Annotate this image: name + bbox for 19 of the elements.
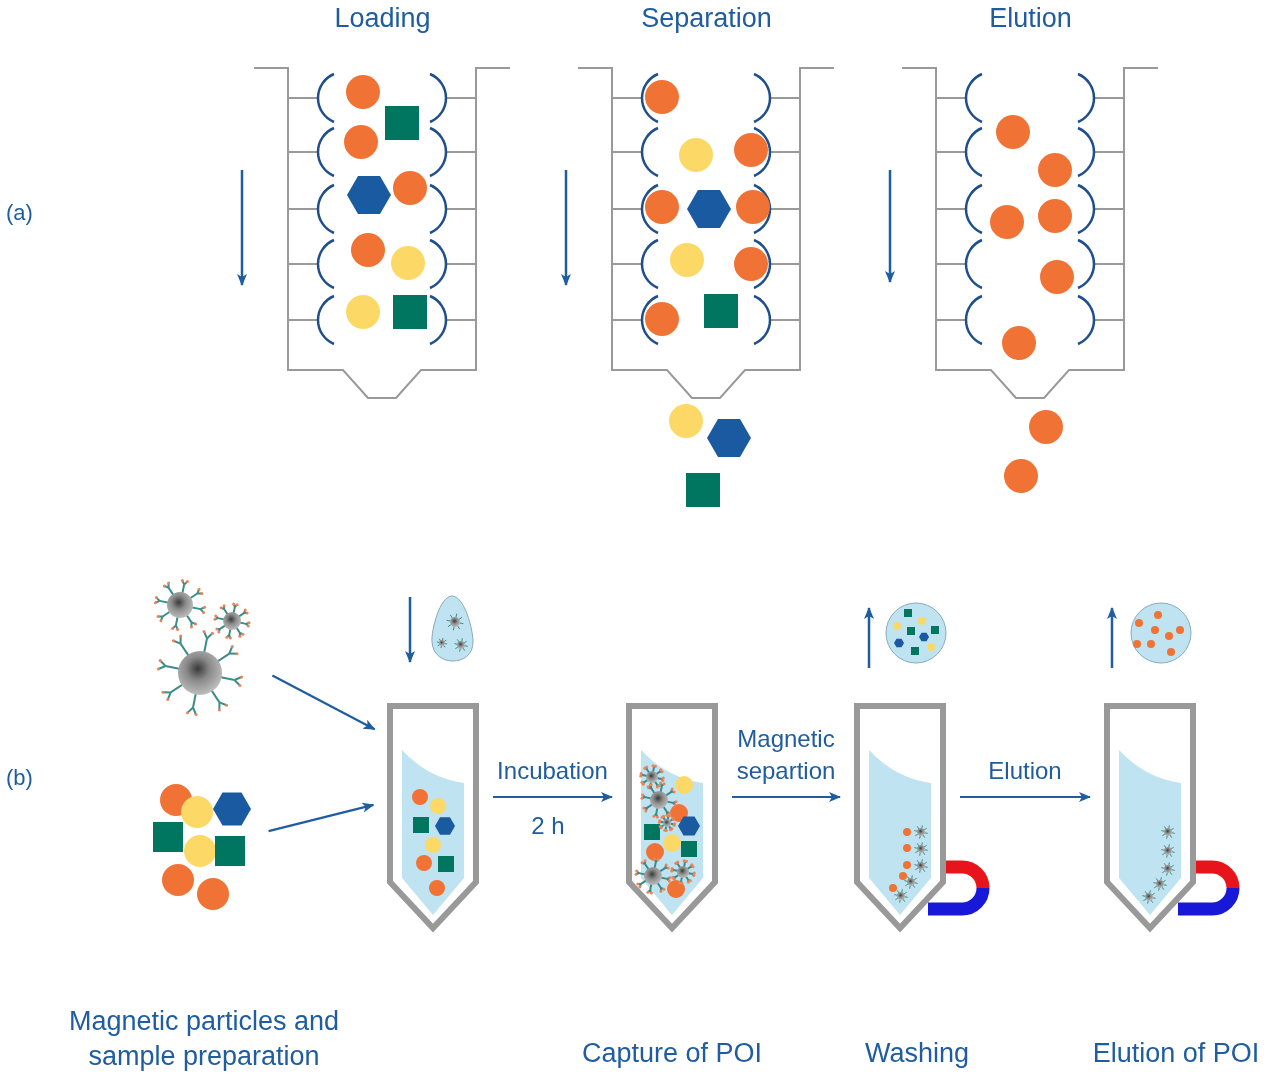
arrow [268,802,375,833]
step-caption: Washing [863,1037,970,1070]
step-caption: Magnetic particles and sample preparation [67,1005,341,1074]
duration-label: 2 h [530,811,566,841]
step-caption: Capture of POI [580,1037,764,1070]
column-heading: Loading [333,2,432,35]
tube-drawing [387,702,479,934]
step-caption: Elution of POI [1091,1037,1261,1070]
arrow [271,674,376,731]
column-heading: Elution [988,2,1073,35]
panel-label: (b) [6,764,34,792]
arrow [732,792,841,802]
arrow [493,792,613,802]
panel-label: (a) [6,199,34,227]
tube-drawing [626,702,718,934]
tube-drawing [854,702,946,934]
tube-drawing [1104,702,1196,934]
arrow [960,792,1091,802]
column-heading: Separation [640,2,773,35]
